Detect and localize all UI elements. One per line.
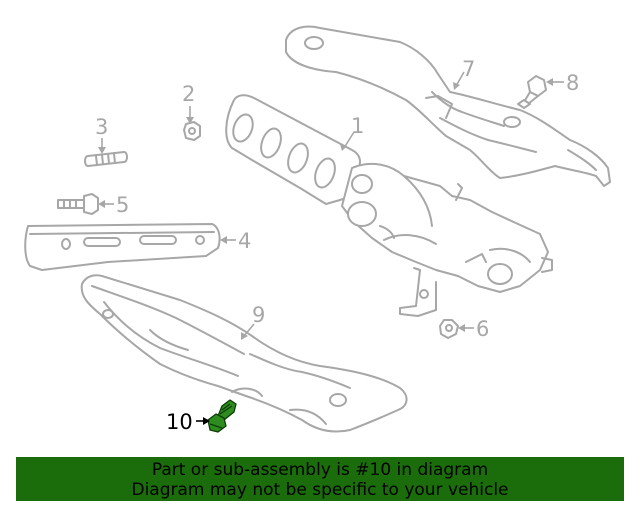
callout-4: 4 (238, 229, 251, 253)
callout-6: 6 (476, 317, 489, 341)
lower-heat-shield (80, 274, 408, 433)
notice-banner: Part or sub-assembly is #10 in diagram D… (16, 457, 624, 501)
callout-10: 10 (166, 410, 193, 434)
bolt-part-10-highlighted (207, 399, 237, 433)
leader-lines (98, 71, 564, 425)
callout-1: 1 (351, 114, 364, 138)
callout-2: 2 (182, 82, 195, 106)
bolt-part-5 (57, 193, 99, 215)
callout-8: 8 (566, 71, 579, 95)
manifold-bracket (24, 223, 221, 271)
nut-part-6 (439, 319, 459, 339)
banner-line-1: Part or sub-assembly is #10 in diagram (151, 460, 489, 480)
callout-5: 5 (116, 193, 129, 217)
callout-3: 3 (95, 115, 108, 139)
stud-part-3 (84, 151, 128, 167)
exhaust-manifold (225, 94, 553, 317)
callout-7: 7 (462, 57, 475, 81)
banner-line-2: Diagram may not be specific to your vehi… (131, 480, 509, 500)
nut-part-2 (183, 121, 201, 141)
callout-9: 9 (252, 303, 265, 327)
bolt-part-8 (517, 75, 547, 109)
upper-heat-shield (285, 25, 611, 187)
